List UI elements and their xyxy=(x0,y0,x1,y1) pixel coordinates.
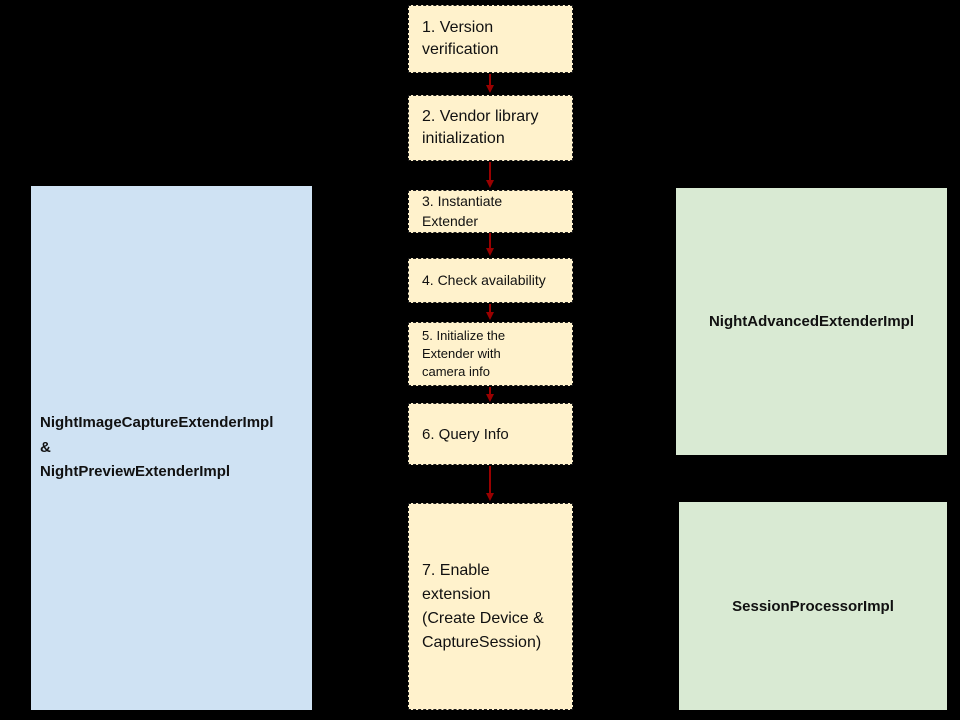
flow-arrow-6-line xyxy=(489,466,491,494)
flow-step-1-label: 1. Version verification xyxy=(422,18,499,58)
flow-arrow-1-line xyxy=(489,74,491,86)
night-image-preview-extender-box: NightImageCaptureExtenderImpl & NightPre… xyxy=(31,186,312,710)
session-processor-box: SessionProcessorImpl xyxy=(679,502,947,710)
flow-arrow-3-arrowhead-icon xyxy=(486,248,494,256)
flow-arrow-5-line xyxy=(489,387,491,395)
flow-arrow-4-line xyxy=(489,304,491,314)
flow-arrow-4-arrowhead-icon xyxy=(486,312,494,320)
flow-arrow-2-arrowhead-icon xyxy=(486,180,494,188)
flow-step-7-box: 7. Enable extension (Create Device & Cap… xyxy=(408,503,573,710)
flow-arrow-2-line xyxy=(489,162,491,181)
night-advanced-extender-label: NightAdvancedExtenderImpl xyxy=(708,313,915,330)
flow-step-3-label: 3. Instantiate Extender xyxy=(422,192,503,229)
flow-arrow-3-line xyxy=(489,233,491,249)
flow-step-4-label: 4. Check availability xyxy=(422,271,546,288)
night-image-preview-extender-label: NightImageCaptureExtenderImpl & NightPre… xyxy=(40,413,274,481)
flow-step-6-label: 6. Query Info xyxy=(422,425,509,443)
flow-step-7-label: 7. Enable extension (Create Device & Cap… xyxy=(422,561,544,651)
flow-step-5-label: 5. Initialize the Extender with camera i… xyxy=(422,327,506,380)
flow-arrow-1-arrowhead-icon xyxy=(486,85,494,93)
flow-step-6-box: 6. Query Info xyxy=(408,403,573,465)
flow-step-2-label: 2. Vendor library initialization xyxy=(422,107,539,147)
flow-step-3-box: 3. Instantiate Extender xyxy=(408,190,573,233)
flow-step-1-box: 1. Version verification xyxy=(408,5,573,73)
session-processor-label: SessionProcessorImpl xyxy=(732,597,894,615)
flow-step-2-box: 2. Vendor library initialization xyxy=(408,95,573,161)
flow-arrow-6-arrowhead-icon xyxy=(486,493,494,501)
flow-step-4-box: 4. Check availability xyxy=(408,258,573,303)
flow-step-5-box: 5. Initialize the Extender with camera i… xyxy=(408,322,573,386)
night-advanced-extender-box: NightAdvancedExtenderImpl xyxy=(676,188,947,455)
flow-arrow-5-arrowhead-icon xyxy=(486,394,494,402)
